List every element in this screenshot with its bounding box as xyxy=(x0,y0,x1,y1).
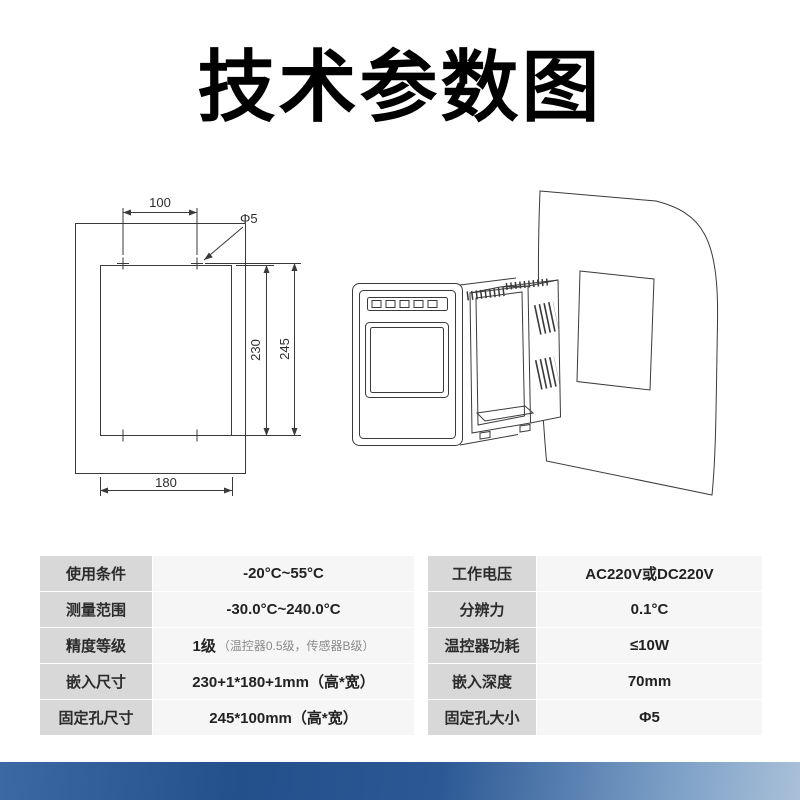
dim-labels: 100 Φ5 230 245 180 xyxy=(149,195,292,490)
page-title: 技术参数图 xyxy=(197,43,603,131)
dim-cutout-height-label: 230 xyxy=(248,339,263,361)
technical-drawings: 100 Φ5 230 245 180 xyxy=(0,183,800,533)
terminal-cell xyxy=(371,300,382,308)
installation-drawing xyxy=(352,190,719,496)
cutout-dimension-drawing xyxy=(75,208,301,496)
table-row: 测量范围 -30.0°C~240.0°C xyxy=(40,592,414,627)
dim-cutout-width-label: 180 xyxy=(155,475,177,490)
terminal-cell xyxy=(385,300,396,308)
display-window xyxy=(370,327,444,393)
spec-value: -20°C~55°C xyxy=(153,556,414,591)
spec-value: 245*100mm（高*宽） xyxy=(153,700,414,735)
spec-label: 精度等级 xyxy=(40,628,153,663)
table-row: 分辨力 0.1°C xyxy=(428,592,762,627)
spec-value-main: 1级 xyxy=(192,638,216,655)
spec-label: 工作电压 xyxy=(428,556,537,591)
dim-hole-spacing-v-label: 245 xyxy=(277,338,292,360)
case-mounting-tabs xyxy=(479,423,531,440)
bezel-inner xyxy=(359,290,456,439)
spec-table-left: 使用条件 -20°C~55°C 测量范围 -30.0°C~240.0°C 精度等… xyxy=(40,556,414,736)
terminal-cell xyxy=(427,300,438,308)
table-row: 固定孔大小 Φ5 xyxy=(428,700,762,735)
display-window-frame xyxy=(365,322,449,398)
dim-extension-lines xyxy=(100,208,301,496)
spec-label: 嵌入尺寸 xyxy=(40,664,153,699)
spec-label: 使用条件 xyxy=(40,556,153,591)
spec-value: Φ5 xyxy=(537,700,762,735)
case-inner-bracket xyxy=(475,405,535,422)
bezel-outer xyxy=(352,283,463,446)
table-row: 使用条件 -20°C~55°C xyxy=(40,556,414,591)
spec-value: 1级 （温控器0.5级，传感器B级） xyxy=(153,628,414,663)
drawings-svg: 100 Φ5 230 245 180 xyxy=(75,190,719,496)
table-row: 精度等级 1级 （温控器0.5级，传感器B级） xyxy=(40,628,414,663)
dim-hole-spacing-h-label: 100 xyxy=(149,195,171,210)
spec-value: 70mm xyxy=(537,664,762,699)
mounting-hole-mark xyxy=(191,429,203,442)
device-body-edges xyxy=(459,277,519,446)
terminal-strip xyxy=(367,297,448,311)
spec-label: 测量范围 xyxy=(40,592,153,627)
mounting-hole-mark xyxy=(191,257,203,270)
case-side-vents-lower xyxy=(534,356,561,390)
mounting-hole-mark xyxy=(117,257,129,270)
footer-accent-bar xyxy=(0,762,800,800)
table-row: 温控器功耗 ≤10W xyxy=(428,628,762,663)
terminal-cell xyxy=(413,300,424,308)
spec-value-note: （温控器0.5级，传感器B级） xyxy=(217,639,375,653)
spec-table-right: 工作电压 AC220V或DC220V 分辨力 0.1°C 温控器功耗 ≤10W … xyxy=(428,556,762,736)
dim-hole-diameter-label: Φ5 xyxy=(240,211,258,226)
terminal-cell xyxy=(399,300,410,308)
spec-table: 使用条件 -20°C~55°C 测量范围 -30.0°C~240.0°C 精度等… xyxy=(40,556,762,736)
panel-sheet xyxy=(537,190,719,496)
spec-label: 温控器功耗 xyxy=(428,628,537,663)
spec-value: AC220V或DC220V xyxy=(537,556,762,591)
spec-value: 230+1*180+1mm（高*宽） xyxy=(153,664,414,699)
spec-label: 固定孔大小 xyxy=(428,700,537,735)
spec-value: -30.0°C~240.0°C xyxy=(153,592,414,627)
dim-arrowheads xyxy=(100,209,298,494)
table-row: 工作电压 AC220V或DC220V xyxy=(428,556,762,591)
spec-value: ≤10W xyxy=(537,628,762,663)
case-front-opening xyxy=(475,291,526,426)
dim-lines xyxy=(100,212,295,491)
spec-value: 0.1°C xyxy=(537,592,762,627)
device-top-vents xyxy=(466,287,506,301)
panel-hole xyxy=(576,270,655,391)
panel-outline xyxy=(75,223,246,474)
case-side-vents-upper xyxy=(533,301,560,335)
table-row: 固定孔尺寸 245*100mm（高*宽） xyxy=(40,700,414,735)
spec-label: 嵌入深度 xyxy=(428,664,537,699)
cutout-outline xyxy=(100,265,232,436)
case-body xyxy=(469,279,562,434)
spec-label: 分辨力 xyxy=(428,592,537,627)
spec-label: 固定孔尺寸 xyxy=(40,700,153,735)
mounting-hole-mark xyxy=(117,429,129,442)
table-row: 嵌入尺寸 230+1*180+1mm（高*宽） xyxy=(40,664,414,699)
table-row: 嵌入深度 70mm xyxy=(428,664,762,699)
